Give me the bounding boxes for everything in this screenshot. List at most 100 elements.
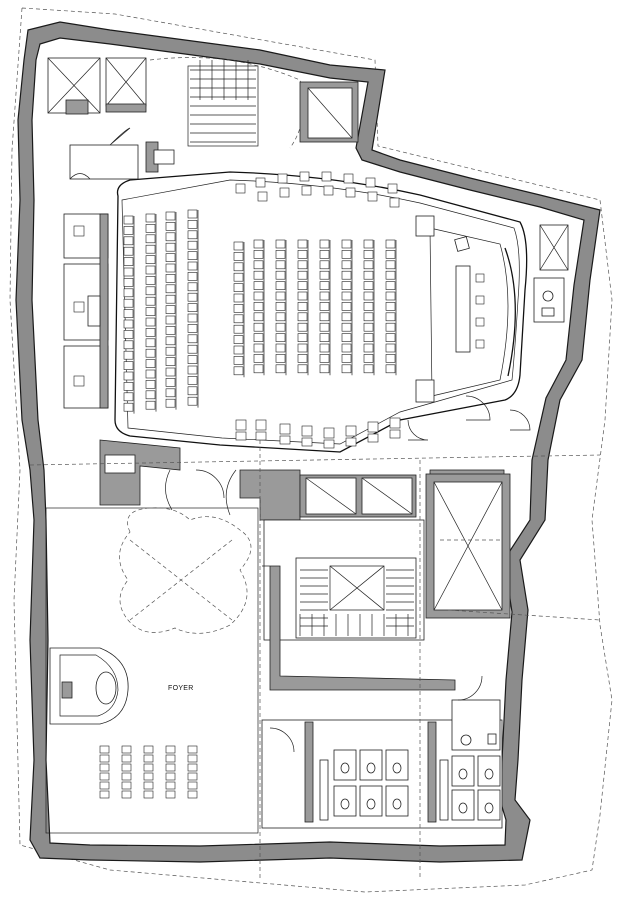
seat — [345, 187, 356, 198]
seat — [143, 790, 154, 799]
seat — [321, 171, 332, 182]
outer-wall — [15, 21, 601, 863]
seat — [165, 263, 176, 273]
plant-room — [425, 473, 511, 619]
seat — [233, 356, 244, 365]
seat — [165, 232, 176, 242]
seat — [363, 250, 374, 259]
seat — [319, 291, 330, 301]
seat — [145, 348, 156, 358]
toilet-stalls — [333, 749, 501, 821]
main-stair — [262, 519, 456, 691]
seat — [319, 312, 330, 322]
seat — [253, 322, 264, 332]
seat — [363, 239, 374, 249]
seat — [275, 291, 286, 301]
seat — [341, 270, 352, 280]
seat — [253, 354, 264, 363]
seat — [341, 333, 352, 342]
seat — [145, 338, 156, 348]
seat — [99, 790, 110, 799]
seat — [145, 224, 156, 233]
lectern — [454, 236, 470, 252]
seat — [233, 241, 244, 251]
seat — [145, 234, 156, 244]
seat — [301, 185, 312, 196]
seat — [165, 274, 176, 283]
foyer-seating — [99, 745, 198, 799]
seat — [165, 781, 176, 790]
seat — [123, 319, 134, 329]
seat — [123, 361, 134, 370]
seat — [345, 425, 357, 437]
seat — [165, 284, 176, 294]
seat — [187, 396, 198, 406]
seat — [275, 354, 286, 363]
toilet-icon — [484, 768, 494, 780]
seat — [187, 781, 198, 790]
seat — [319, 260, 330, 270]
seat — [341, 364, 352, 374]
toilet-icon — [458, 768, 468, 780]
seat — [233, 304, 244, 313]
seat — [145, 213, 156, 223]
seat — [187, 763, 198, 772]
seat — [187, 303, 198, 312]
seat — [233, 335, 244, 344]
seat — [233, 345, 244, 355]
seat — [123, 215, 134, 225]
seat — [121, 745, 132, 754]
seat — [143, 763, 154, 772]
seat — [143, 781, 154, 790]
seat — [299, 171, 310, 182]
seat — [123, 288, 134, 298]
seat — [253, 343, 264, 353]
seat — [385, 312, 396, 322]
seat — [323, 185, 334, 196]
seat — [275, 343, 286, 353]
seat — [235, 183, 246, 194]
seat — [363, 333, 374, 342]
seat — [319, 364, 330, 374]
toilet-icon — [340, 798, 350, 810]
seat — [253, 270, 264, 280]
seat — [233, 283, 244, 292]
stage — [429, 227, 509, 397]
seat — [255, 419, 267, 431]
seat — [123, 236, 134, 246]
seat — [123, 340, 134, 350]
control-desk — [415, 379, 435, 403]
seat — [385, 250, 396, 259]
seat — [165, 754, 176, 763]
seat — [143, 772, 154, 781]
seat — [187, 376, 198, 385]
seat — [275, 364, 286, 374]
seat — [367, 433, 379, 443]
seat — [385, 270, 396, 280]
seat — [279, 435, 291, 445]
seat — [253, 291, 264, 301]
seat — [297, 302, 308, 311]
seat — [297, 354, 308, 363]
seat — [385, 354, 396, 363]
seat — [233, 324, 244, 334]
seat — [389, 417, 401, 429]
seat — [187, 209, 198, 219]
seat — [363, 354, 374, 363]
control-desk — [415, 215, 435, 237]
seat — [253, 281, 264, 290]
seat — [341, 354, 352, 363]
seat — [301, 425, 313, 437]
seat — [123, 309, 134, 318]
seat — [363, 260, 374, 270]
seat — [145, 380, 156, 389]
foyer-label: FOYER — [168, 685, 194, 692]
booths-left — [63, 213, 109, 409]
seat — [145, 390, 156, 400]
seat — [121, 754, 132, 763]
seat — [123, 246, 134, 256]
stair-icon — [187, 60, 259, 147]
seat — [145, 265, 156, 275]
seat — [363, 302, 374, 311]
seat — [145, 359, 156, 368]
